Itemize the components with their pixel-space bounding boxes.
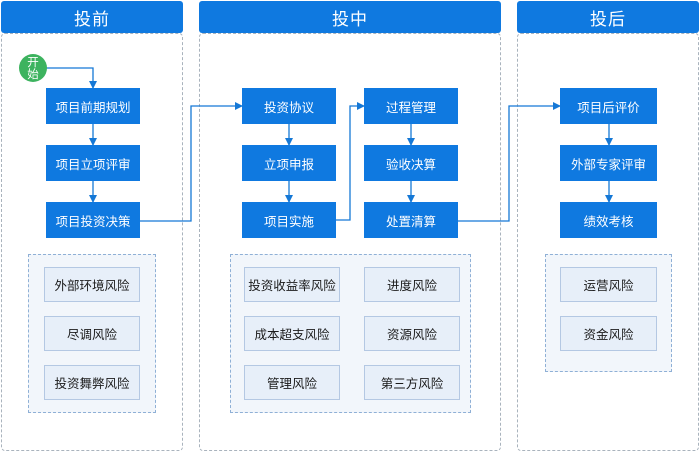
phase-mid-title: 投中 [199,1,501,33]
risk-post-funds: 资金风险 [560,316,657,351]
arrow-implementation-to-process [336,102,365,221]
step-mid-acceptance-settlement: 验收决算 [364,145,458,181]
arrow-disposal-to-evaluation [458,102,561,222]
risk-mid-third-party: 第三方风险 [364,365,460,400]
risk-mid-management: 管理风险 [244,365,340,400]
step-mid-agreement: 投资协议 [242,88,336,124]
risk-mid-schedule: 进度风险 [364,267,460,302]
risk-pre-due-diligence: 尽调风险 [44,316,140,351]
phase-pre-title: 投前 [1,1,183,33]
step-pre-planning: 项目前期规划 [46,88,140,124]
start-label: 开始 [27,55,39,81]
phase-post-frame [517,33,699,451]
risk-post-operation: 运营风险 [560,267,657,302]
start-node: 开始 [19,54,47,82]
phase-post-title: 投后 [517,1,699,33]
risk-pre-external-environment: 外部环境风险 [44,267,140,302]
risk-mid-cost-overrun: 成本超支风险 [244,316,340,351]
arrow-decision-to-agreement [140,102,243,222]
step-post-evaluation: 项目后评价 [560,88,657,124]
risk-mid-return-rate: 投资收益率风险 [244,267,340,302]
step-mid-process-management: 过程管理 [364,88,458,124]
risk-mid-resources: 资源风险 [364,316,460,351]
step-mid-filing: 立项申报 [242,145,336,181]
step-mid-disposal-liquidation: 处置清算 [364,202,458,238]
step-pre-investment-decision: 项目投资决策 [46,202,140,238]
step-post-expert-review: 外部专家评审 [560,145,657,181]
step-mid-implementation: 项目实施 [242,202,336,238]
arrow-start-to-plan [46,67,97,89]
phase-pre-frame [1,33,183,451]
step-pre-approval-review: 项目立项评审 [46,145,140,181]
risk-pre-investment-fraud: 投资舞弊风险 [44,365,140,400]
step-post-performance: 绩效考核 [560,202,657,238]
phase-mid-frame [199,33,501,451]
